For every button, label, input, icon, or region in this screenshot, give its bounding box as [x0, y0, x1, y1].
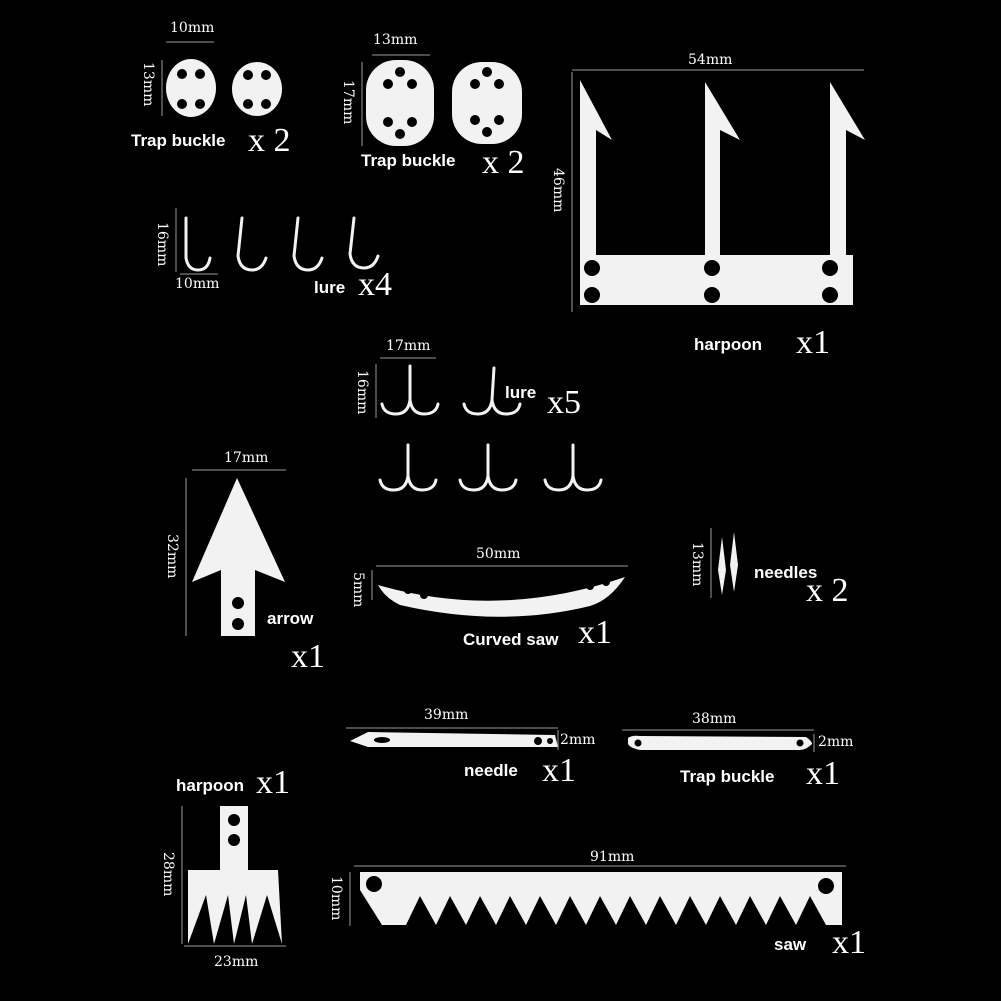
- dim-lure-single-width: 10mm: [175, 276, 220, 292]
- label-trap-buckle-large: Trap buckle: [361, 151, 456, 170]
- qty-saw: x1: [832, 924, 866, 961]
- trap-buckle-strip: [628, 735, 812, 750]
- qty-harpoon-small: x1: [256, 764, 290, 801]
- dim-trap-buckle-strip-length: 38mm: [692, 711, 737, 727]
- dim-lure-treble-height: 16mm: [354, 370, 370, 415]
- label-curved-saw: Curved saw: [463, 630, 559, 649]
- dim-lure-single-height: 16mm: [154, 222, 170, 267]
- dim-saw-height: 10mm: [328, 876, 344, 921]
- saw-blade: [360, 872, 842, 925]
- dim-trap-buckle-large-width: 13mm: [373, 32, 418, 48]
- curved-saw: [378, 577, 625, 617]
- qty-harpoon-large: x1: [796, 324, 830, 361]
- dim-needle-width: 2mm: [560, 732, 596, 748]
- label-saw: saw: [774, 935, 807, 954]
- dimension-lines: [161, 41, 864, 947]
- qty-arrow: x1: [291, 638, 325, 675]
- dim-harpoon-small-height: 28mm: [160, 852, 176, 897]
- dim-needle-length: 39mm: [424, 707, 469, 723]
- qty-trap-buckle-large: x 2: [482, 144, 525, 181]
- qty-needles: x 2: [806, 572, 849, 609]
- dim-trap-buckle-small-height: 13mm: [140, 62, 156, 107]
- label-harpoon-small: harpoon: [176, 776, 244, 795]
- qty-lure-treble: x5: [547, 384, 581, 421]
- qty-needle: x1: [542, 752, 576, 789]
- needles-pair: [718, 532, 738, 595]
- qty-curved-saw: x1: [578, 614, 612, 651]
- dim-harpoon-large-height: 46mm: [550, 168, 566, 213]
- qty-trap-buckle-small: x 2: [248, 122, 291, 159]
- label-harpoon-large: harpoon: [694, 335, 762, 354]
- dim-trap-buckle-small-width: 10mm: [170, 20, 215, 36]
- trap-buckle-small-2: [232, 62, 282, 116]
- label-needles: needles: [754, 563, 818, 582]
- harpoon-large: [580, 80, 865, 305]
- dim-arrow-height: 32mm: [164, 534, 180, 579]
- dim-trap-buckle-strip-width: 2mm: [818, 734, 854, 750]
- label-lure-treble: lure: [505, 383, 537, 402]
- dim-lure-treble-width: 17mm: [386, 338, 431, 354]
- harpoon-small: [188, 806, 282, 944]
- lure-treble-hooks: [378, 364, 603, 492]
- dim-harpoon-large-width: 54mm: [688, 52, 733, 68]
- qty-trap-buckle-strip: x1: [806, 755, 840, 792]
- arrow-head: [192, 478, 285, 636]
- dim-needles-height: 13mm: [689, 542, 705, 587]
- dim-curved-saw-width: 50mm: [476, 546, 521, 562]
- label-needle: needle: [464, 761, 518, 780]
- qty-lure-single: x4: [358, 266, 392, 303]
- label-arrow: arrow: [267, 609, 314, 628]
- label-lure-single: lure: [314, 278, 346, 297]
- trap-buckle-large-1: [366, 60, 434, 146]
- dim-curved-saw-height: 5mm: [350, 572, 366, 608]
- trap-buckle-small-1: [166, 59, 216, 117]
- lure-single-hooks: [184, 216, 380, 272]
- dim-harpoon-small-width: 23mm: [214, 954, 259, 970]
- label-trap-buckle-strip: Trap buckle: [680, 767, 775, 786]
- dim-trap-buckle-large-height: 17mm: [340, 80, 356, 125]
- label-trap-buckle-small: Trap buckle: [131, 131, 226, 150]
- trap-buckle-large-2: [452, 62, 522, 144]
- dim-arrow-width: 17mm: [224, 450, 269, 466]
- long-needle: [350, 732, 558, 747]
- dim-saw-length: 91mm: [590, 849, 635, 865]
